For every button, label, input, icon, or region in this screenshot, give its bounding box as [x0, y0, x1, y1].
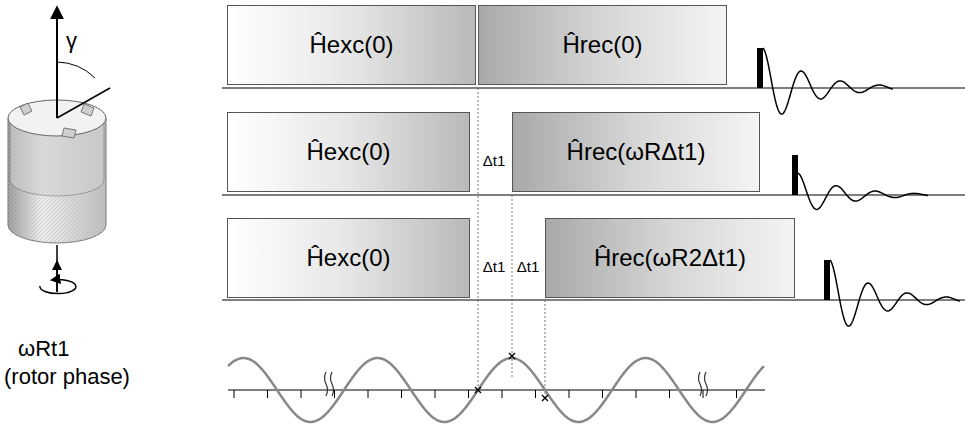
phase-axis: [228, 390, 765, 391]
interval-label: Δt1: [517, 258, 540, 275]
rotor-phase-wave: [228, 358, 764, 422]
phase-tick: [301, 390, 302, 398]
break-mark: [325, 372, 708, 396]
angle-label: γ: [66, 28, 77, 54]
phase-tick: [234, 390, 235, 398]
interval-label: Δt1: [483, 152, 506, 169]
pulse-block: Ĥrec(ωRΔt1): [512, 112, 760, 192]
pulse-block: Ĥexc(0): [227, 218, 470, 298]
hamiltonian-label: Ĥexc(0): [298, 138, 398, 166]
pulse-block: Ĥrec(0): [478, 5, 727, 85]
hamiltonian-label: Ĥrec(ωRΔt1): [559, 138, 714, 166]
phase-tick: [703, 390, 704, 398]
phase-tick: [569, 390, 570, 398]
phase-tick: [267, 390, 268, 398]
phase-marker: [475, 353, 548, 401]
rotor: [8, 8, 110, 294]
phase-tick: [736, 390, 737, 398]
hamiltonian-label: Ĥexc(0): [301, 31, 401, 59]
phase-tick: [535, 390, 536, 398]
axis-label: ωRt1: [18, 336, 69, 362]
phase-tick: [468, 390, 469, 398]
hamiltonian-label: Ĥexc(0): [298, 244, 398, 272]
pulse-block: Ĥrec(ωR2Δt1): [545, 218, 795, 298]
pulse-block: Ĥexc(0): [227, 112, 470, 192]
phase-tick: [401, 390, 402, 398]
phase-tick: [502, 390, 503, 398]
phase-tick: [602, 390, 603, 398]
phase-tick: [669, 390, 670, 398]
phase-tick: [368, 390, 369, 398]
phase-tick: [334, 390, 335, 398]
phase-tick: [435, 390, 436, 398]
baseline: [222, 88, 965, 300]
phase-tick: [636, 390, 637, 398]
fid-signal: [830, 260, 960, 326]
hamiltonian-label: Ĥrec(ωR2Δt1): [586, 244, 754, 272]
phase-tick: [234, 390, 737, 398]
interval-label: Δt1: [483, 258, 506, 275]
fid-signal: [798, 173, 928, 209]
fid-signal: [763, 48, 893, 114]
axis-label: (rotor phase): [4, 364, 130, 390]
hamiltonian-label: Ĥrec(0): [554, 31, 650, 59]
pulse-block: Ĥexc(0): [227, 5, 476, 85]
